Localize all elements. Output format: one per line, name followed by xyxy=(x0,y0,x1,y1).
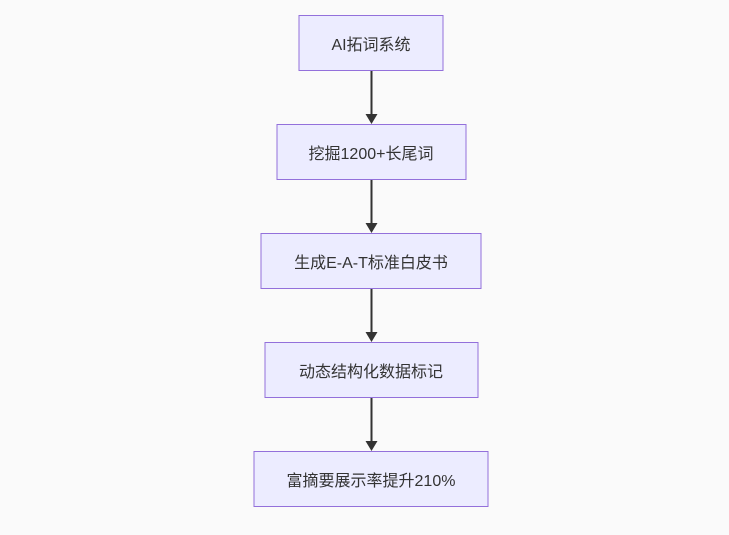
flowchart-node-rich-snippet-result: 富摘要展示率提升210% xyxy=(253,451,489,507)
flowchart-node-mine-longtail-keywords: 挖掘1200+长尾词 xyxy=(276,124,466,180)
flowchart-node-dynamic-structured-data: 动态结构化数据标记 xyxy=(264,342,478,398)
arrow-line xyxy=(370,180,372,224)
flow-arrow-down xyxy=(365,398,377,451)
node-label: 挖掘1200+长尾词 xyxy=(308,146,434,163)
node-label: AI拓词系统 xyxy=(331,37,411,54)
flowchart-node-ai-keyword-system: AI拓词系统 xyxy=(298,15,444,71)
arrowhead-down-icon xyxy=(365,114,377,124)
node-label: 生成E-A-T标准白皮书 xyxy=(294,255,448,272)
flow-arrow-down xyxy=(365,289,377,342)
arrowhead-down-icon xyxy=(365,223,377,233)
arrowhead-down-icon xyxy=(365,332,377,342)
node-label: 富摘要展示率提升210% xyxy=(286,473,456,490)
arrow-line xyxy=(370,289,372,333)
flow-arrow-down xyxy=(365,180,377,233)
flowchart: AI拓词系统 挖掘1200+长尾词 生成E-A-T标准白皮书 动态结构化数据标记 xyxy=(253,15,489,507)
arrow-line xyxy=(370,398,372,442)
arrowhead-down-icon xyxy=(365,441,377,451)
node-label: 动态结构化数据标记 xyxy=(298,364,443,381)
flowchart-node-generate-eat-whitepaper: 生成E-A-T标准白皮书 xyxy=(260,233,482,289)
arrow-line xyxy=(370,71,372,115)
flow-arrow-down xyxy=(365,71,377,124)
